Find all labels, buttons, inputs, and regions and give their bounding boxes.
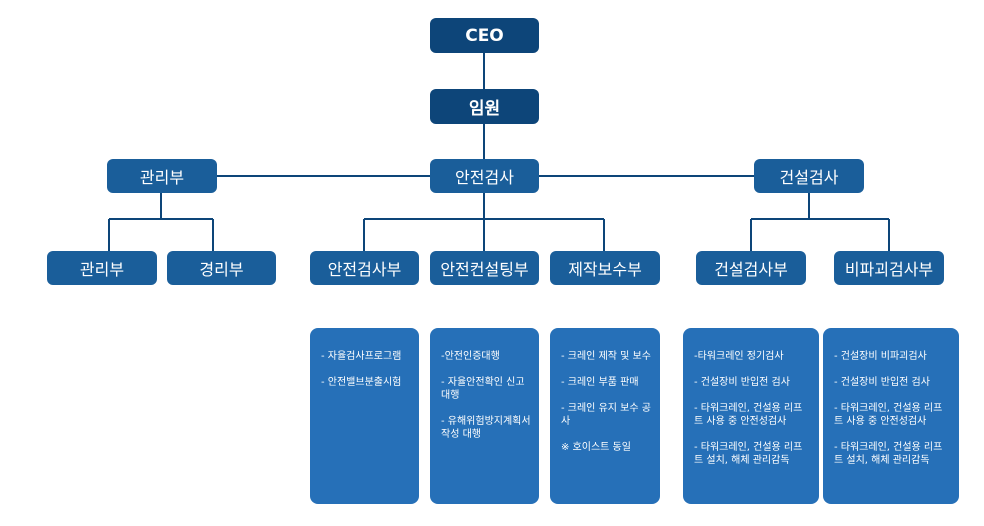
duties-panel-manufacturing-maintenance: - 크레인 제작 및 보수 - 크레인 부품 판매 - 크레인 유지 보수 공사…	[550, 328, 660, 504]
duties-panel-construction-inspection: -타워크레인 정기검사 - 건설장비 반입전 검사 - 타워크레인, 건설용 리…	[683, 328, 819, 504]
duty-item: ※ 호이스트 동일	[561, 442, 631, 453]
duty-item: - 안전밸브분출시험	[321, 377, 402, 388]
dept-safety-consulting: 안전컨설팅부	[430, 251, 539, 285]
duty-item: - 타워크레인, 건설용 리프트 설치, 해체 관리감독	[834, 442, 943, 466]
duty-item: - 타워크레인, 건설용 리프트 설치, 해체 관리감독	[694, 442, 803, 466]
duty-item: - 타워크레인, 건설용 리프트 사용 중 안전성검사	[834, 403, 943, 427]
duty-item: - 크레인 부품 판매	[561, 377, 639, 388]
executive-box: 임원	[430, 89, 539, 124]
dept-management: 관리부	[47, 251, 157, 285]
ceo-box: CEO	[430, 18, 539, 53]
duty-item: - 건설장비 비파괴검사	[834, 351, 927, 362]
duties-panel-safety-consulting: -안전인증대행 - 자율안전확인 신고 대행 - 유해위험방지계획서 작성 대행	[430, 328, 539, 504]
division-construction-inspection: 건설검사	[754, 159, 864, 193]
duty-item: -타워크레인 정기검사	[694, 351, 784, 362]
dept-construction-inspection: 건설검사부	[696, 251, 806, 285]
duty-item: - 크레인 유지 보수 공사	[561, 403, 651, 427]
duty-item: - 건설장비 반입전 검사	[834, 377, 930, 388]
duties-panel-nondestructive-inspection: - 건설장비 비파괴검사 - 건설장비 반입전 검사 - 타워크레인, 건설용 …	[823, 328, 959, 504]
duty-item: - 자율검사프로그램	[321, 351, 402, 362]
duty-item: - 타워크레인, 건설용 리프트 사용 중 안전성검사	[694, 403, 803, 427]
duties-panel-safety-inspection: - 자율검사프로그램 - 안전밸브분출시험	[310, 328, 419, 504]
duty-item: -안전인증대행	[441, 351, 500, 362]
duty-item: - 크레인 제작 및 보수	[561, 351, 651, 362]
division-management: 관리부	[107, 159, 217, 193]
division-safety-inspection: 안전검사	[430, 159, 539, 193]
dept-safety-inspection: 안전검사부	[310, 251, 419, 285]
duty-item: - 자율안전확인 신고 대행	[441, 377, 525, 401]
duty-item: - 유해위험방지계획서 작성 대행	[441, 416, 531, 440]
duty-item: - 건설장비 반입전 검사	[694, 377, 790, 388]
dept-nondestructive-inspection: 비파괴검사부	[834, 251, 944, 285]
dept-manufacturing-maintenance: 제작보수부	[550, 251, 660, 285]
dept-accounting: 경리부	[167, 251, 276, 285]
